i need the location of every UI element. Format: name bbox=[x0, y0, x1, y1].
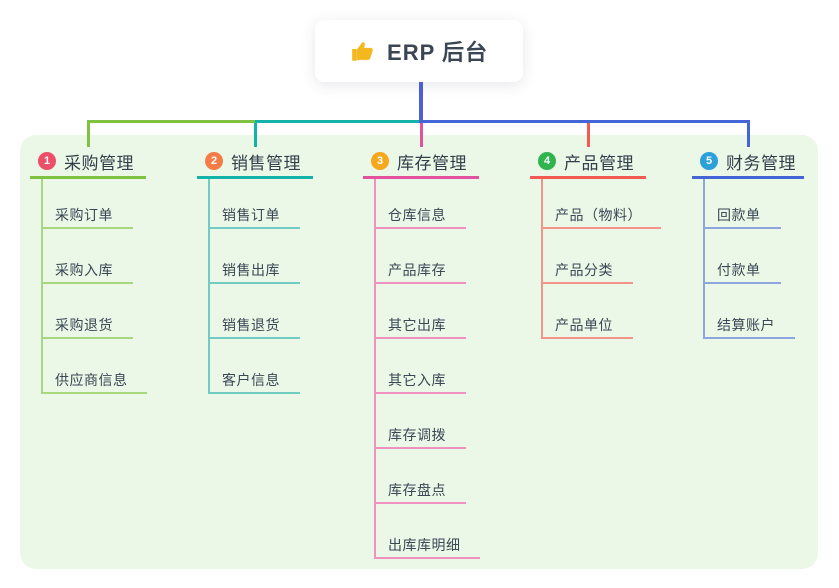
mindmap-panel bbox=[20, 135, 818, 569]
child-underline bbox=[41, 227, 133, 229]
child-underline bbox=[41, 392, 147, 394]
child-node[interactable]: 其它出库 bbox=[388, 317, 446, 333]
child-connector-line bbox=[703, 179, 705, 339]
child-node[interactable]: 产品（物料） bbox=[555, 207, 642, 223]
child-node[interactable]: 销售订单 bbox=[222, 207, 280, 223]
child-underline bbox=[208, 227, 300, 229]
connector-line bbox=[419, 120, 750, 123]
child-node[interactable]: 结算账户 bbox=[717, 317, 775, 333]
child-underline bbox=[374, 392, 466, 394]
branch-underline bbox=[30, 176, 146, 179]
branch-drop-line bbox=[86, 120, 90, 147]
child-node[interactable]: 回款单 bbox=[717, 207, 761, 223]
branch-title: 产品管理 bbox=[564, 153, 634, 173]
child-underline bbox=[374, 502, 466, 504]
child-underline bbox=[703, 337, 795, 339]
branch-underline bbox=[530, 176, 646, 179]
child-underline bbox=[41, 337, 133, 339]
branch-underline bbox=[197, 176, 313, 179]
branch-badge: 3 bbox=[371, 152, 389, 170]
branch-badge: 1 bbox=[38, 152, 56, 170]
branch-node-3[interactable]: 3 库存管理 bbox=[371, 150, 467, 173]
child-node[interactable]: 库存调拨 bbox=[388, 427, 446, 443]
branch-title: 销售管理 bbox=[231, 153, 301, 173]
connector-line bbox=[255, 120, 421, 123]
child-node[interactable]: 付款单 bbox=[717, 262, 761, 278]
thumbs-up-icon bbox=[350, 38, 376, 64]
child-node[interactable]: 销售出库 bbox=[222, 262, 280, 278]
child-node[interactable]: 供应商信息 bbox=[55, 372, 128, 388]
child-connector-line bbox=[41, 179, 43, 394]
child-underline bbox=[208, 392, 300, 394]
root-label: ERP 后台 bbox=[387, 40, 488, 65]
branch-title: 库存管理 bbox=[397, 153, 467, 173]
child-underline bbox=[374, 282, 466, 284]
child-node[interactable]: 采购入库 bbox=[55, 262, 113, 278]
child-underline bbox=[374, 227, 466, 229]
branch-title: 采购管理 bbox=[64, 153, 134, 173]
branch-drop-line bbox=[253, 120, 257, 147]
branch-node-2[interactable]: 2 销售管理 bbox=[205, 150, 301, 173]
branch-node-5[interactable]: 5 财务管理 bbox=[700, 150, 796, 173]
child-underline bbox=[541, 282, 633, 284]
branch-node-1[interactable]: 1 采购管理 bbox=[38, 150, 134, 173]
branch-node-4[interactable]: 4 产品管理 bbox=[538, 150, 634, 173]
child-node[interactable]: 出库库明细 bbox=[388, 537, 461, 553]
child-node[interactable]: 产品库存 bbox=[388, 262, 446, 278]
child-underline bbox=[541, 227, 661, 229]
child-underline bbox=[374, 337, 466, 339]
child-node[interactable]: 客户信息 bbox=[222, 372, 280, 388]
child-underline bbox=[374, 557, 480, 559]
child-node[interactable]: 采购退货 bbox=[55, 317, 113, 333]
child-node[interactable]: 库存盘点 bbox=[388, 482, 446, 498]
child-underline bbox=[703, 227, 781, 229]
child-node[interactable]: 其它入库 bbox=[388, 372, 446, 388]
child-underline bbox=[208, 282, 300, 284]
branch-underline bbox=[692, 176, 804, 179]
child-underline bbox=[208, 337, 300, 339]
child-underline bbox=[374, 447, 466, 449]
child-node[interactable]: 销售退货 bbox=[222, 317, 280, 333]
branch-badge: 5 bbox=[700, 152, 718, 170]
child-node[interactable]: 产品单位 bbox=[555, 317, 613, 333]
branch-badge: 2 bbox=[205, 152, 223, 170]
child-node[interactable]: 采购订单 bbox=[55, 207, 113, 223]
connector-line bbox=[88, 120, 255, 123]
branch-title: 财务管理 bbox=[726, 153, 796, 173]
child-connector-line bbox=[208, 179, 210, 394]
child-connector-line bbox=[541, 179, 543, 339]
child-connector-line bbox=[374, 179, 376, 559]
root-connector-line bbox=[419, 82, 423, 123]
child-underline bbox=[703, 282, 781, 284]
child-node[interactable]: 产品分类 bbox=[555, 262, 613, 278]
child-underline bbox=[41, 282, 133, 284]
branch-underline bbox=[363, 176, 479, 179]
branch-drop-line bbox=[586, 120, 590, 147]
root-node[interactable]: ERP 后台 bbox=[315, 20, 523, 82]
child-underline bbox=[541, 337, 633, 339]
branch-drop-line bbox=[746, 120, 750, 147]
branch-drop-line bbox=[419, 120, 423, 147]
branch-badge: 4 bbox=[538, 152, 556, 170]
child-node[interactable]: 仓库信息 bbox=[388, 207, 446, 223]
